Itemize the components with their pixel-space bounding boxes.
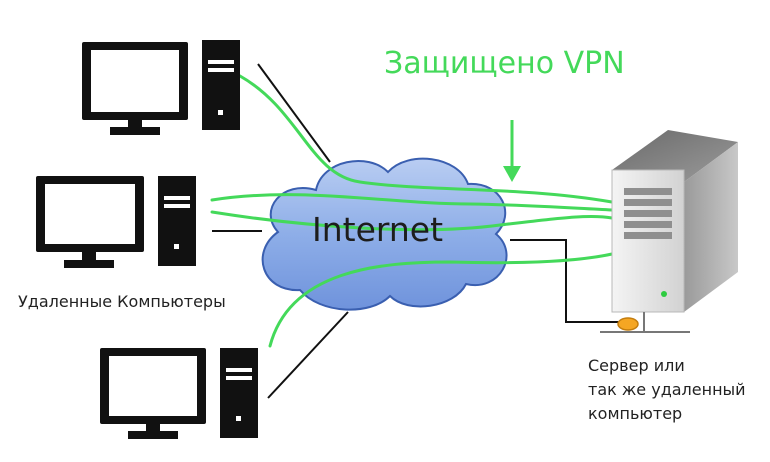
- pc-bottom: [100, 348, 258, 439]
- server-label-line-2: так же удаленный: [588, 380, 746, 399]
- server-label-line-1: Сервер или: [588, 356, 685, 375]
- remote-computers-label: Удаленные Компьютеры: [18, 292, 226, 311]
- internet-label: Internet: [312, 210, 444, 249]
- server-label-line-3: компьютер: [588, 404, 683, 423]
- vpn-arrow: [503, 120, 521, 182]
- pc-top: [82, 40, 240, 135]
- vpn-label: Защищено VPN: [384, 46, 625, 81]
- wired-links: [212, 63, 620, 399]
- tower-icon: [202, 40, 240, 130]
- vpn-tunnel-1: [238, 74, 614, 204]
- tower-icon: [220, 348, 258, 438]
- link-pc-bottom: [267, 311, 349, 399]
- network-connector-icon: [600, 312, 690, 333]
- power-led-icon: [661, 291, 667, 297]
- tower-icon: [158, 176, 196, 266]
- link-server: [510, 239, 620, 323]
- server-label: Сервер или так же удаленный компьютер: [588, 354, 746, 426]
- server-icon: [611, 130, 738, 313]
- vpn-tunnel-3: [210, 210, 614, 232]
- vpn-tunnels: [210, 74, 614, 348]
- link-pc-top: [257, 63, 331, 163]
- pc-middle: [36, 176, 196, 268]
- vpn-tunnel-4: [268, 252, 614, 348]
- vpn-tunnel-2: [210, 193, 614, 212]
